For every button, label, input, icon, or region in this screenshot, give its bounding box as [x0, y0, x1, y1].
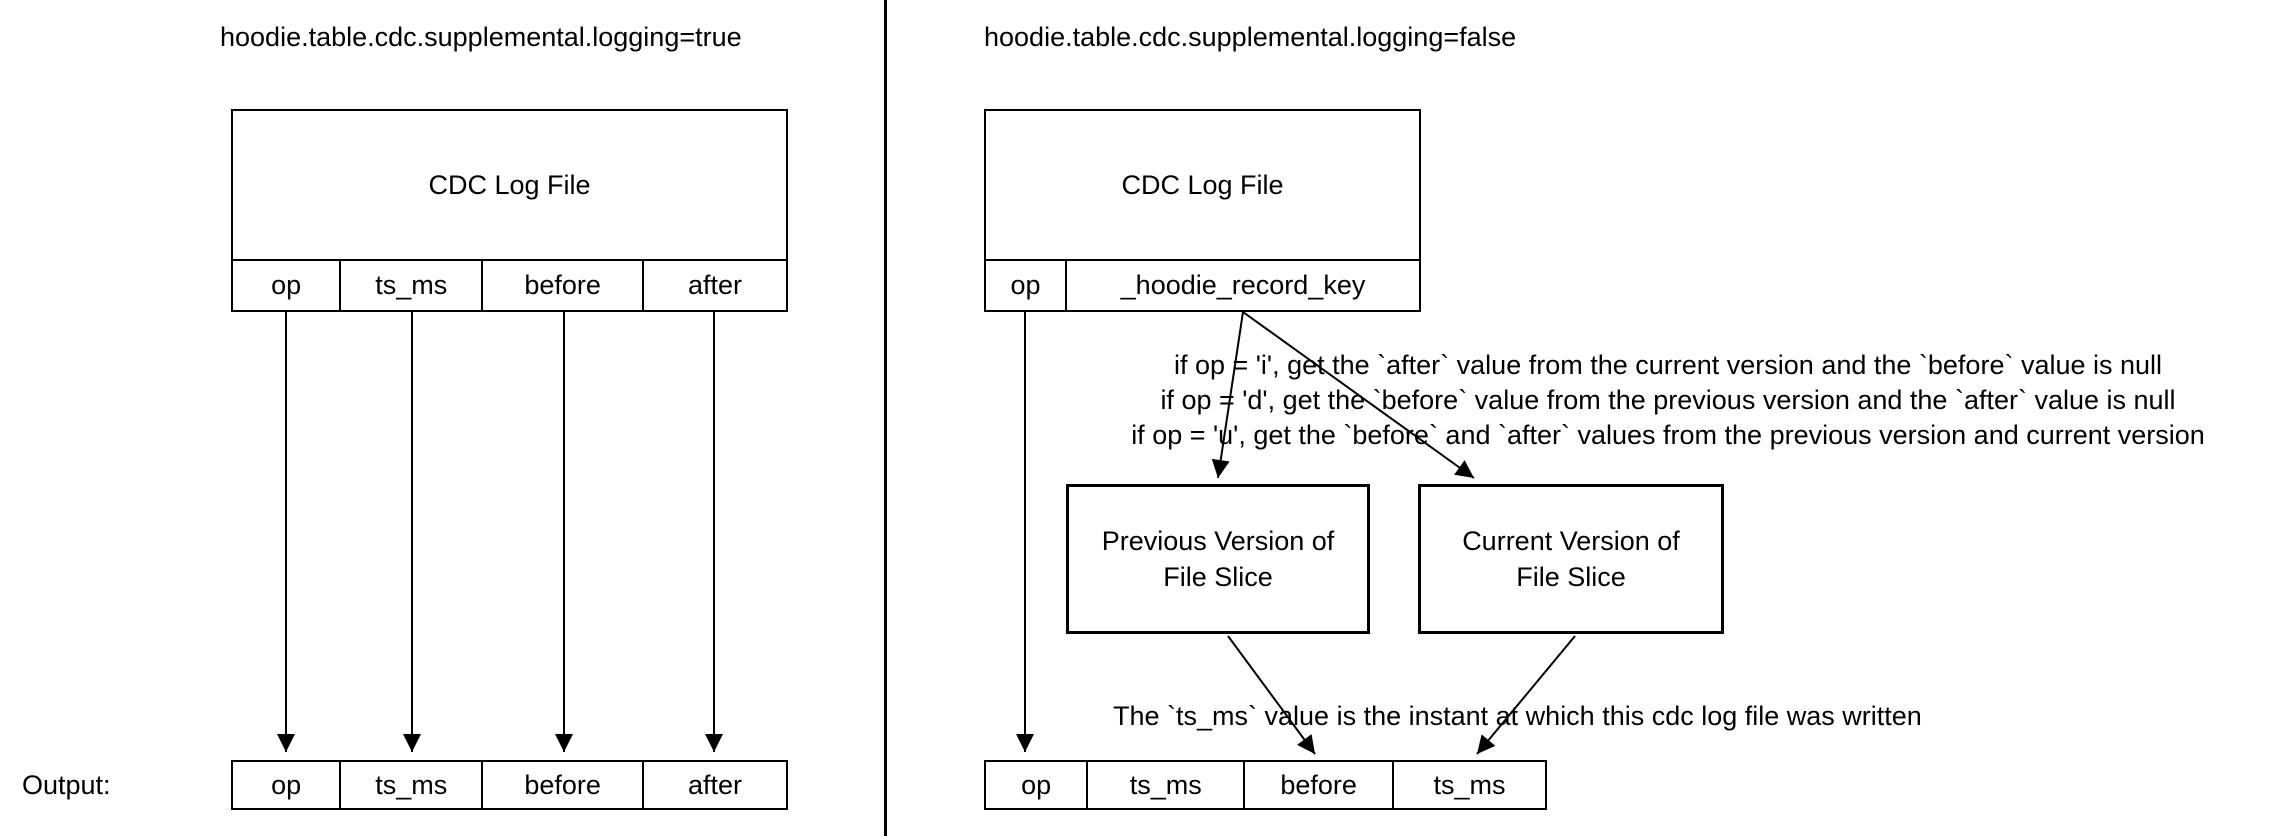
- left-output-before: before: [483, 762, 645, 808]
- right-cdc-columns-row: op _hoodie_record_key: [986, 261, 1419, 310]
- left-output-table: op ts_ms before after: [231, 760, 788, 810]
- left-cdc-log-file-box: CDC Log File op ts_ms before after: [231, 109, 788, 312]
- right-output-table: op ts_ms before ts_ms: [984, 760, 1547, 810]
- left-output-ts-ms: ts_ms: [341, 762, 484, 808]
- left-output-after: after: [688, 769, 743, 800]
- left-cdc-columns-row: op ts_ms before after: [233, 261, 786, 310]
- rule-op-insert: if op = 'i', get the `after` value from …: [1173, 350, 2163, 380]
- left-column-after: after: [688, 270, 743, 300]
- right-output-ts-ms-2: ts_ms: [1433, 769, 1506, 800]
- cdc-op-rules-text: if op = 'i', get the `after` value from …: [1060, 348, 2276, 453]
- left-cdc-log-file-title: CDC Log File: [233, 111, 786, 261]
- left-output-op: op: [233, 762, 342, 808]
- rule-op-update: if op = 'u', get the `before` and `after…: [1131, 420, 2205, 450]
- left-panel-title: hoodie.table.cdc.supplemental.logging=tr…: [220, 22, 742, 52]
- right-output-ts-ms: ts_ms: [1088, 762, 1246, 808]
- right-cdc-log-file-title: CDC Log File: [986, 111, 1419, 261]
- right-output-op: op: [986, 762, 1089, 808]
- left-column-ts-ms: ts_ms: [341, 261, 484, 310]
- arrow-previous-slice-to-before: [1227, 635, 1316, 755]
- ts-ms-note: The `ts_ms` value is the instant at whic…: [1113, 701, 1922, 731]
- right-cdc-log-file-box: CDC Log File op _hoodie_record_key: [984, 109, 1421, 312]
- previous-file-slice-box: Previous Version of File Slice: [1066, 484, 1370, 634]
- current-file-slice-box: Current Version of File Slice: [1418, 484, 1724, 634]
- left-column-op: op: [233, 261, 342, 310]
- arrow-current-slice-to-tsms: [1476, 635, 1576, 755]
- right-column-op: op: [986, 261, 1067, 310]
- left-column-before: before: [483, 261, 645, 310]
- panel-divider: [884, 0, 887, 836]
- right-output-before: before: [1245, 762, 1395, 808]
- current-file-slice-line2: File Slice: [1516, 562, 1626, 592]
- right-column-hoodie-record-key: _hoodie_record_key: [1120, 270, 1366, 300]
- current-file-slice-line1: Current Version of: [1462, 526, 1680, 556]
- rule-op-delete: if op = 'd', get the `before` value from…: [1160, 385, 2176, 415]
- previous-file-slice-line2: File Slice: [1163, 562, 1273, 592]
- output-label: Output:: [22, 770, 111, 800]
- previous-file-slice-line1: Previous Version of: [1101, 526, 1335, 556]
- right-panel-title: hoodie.table.cdc.supplemental.logging=fa…: [984, 22, 1517, 52]
